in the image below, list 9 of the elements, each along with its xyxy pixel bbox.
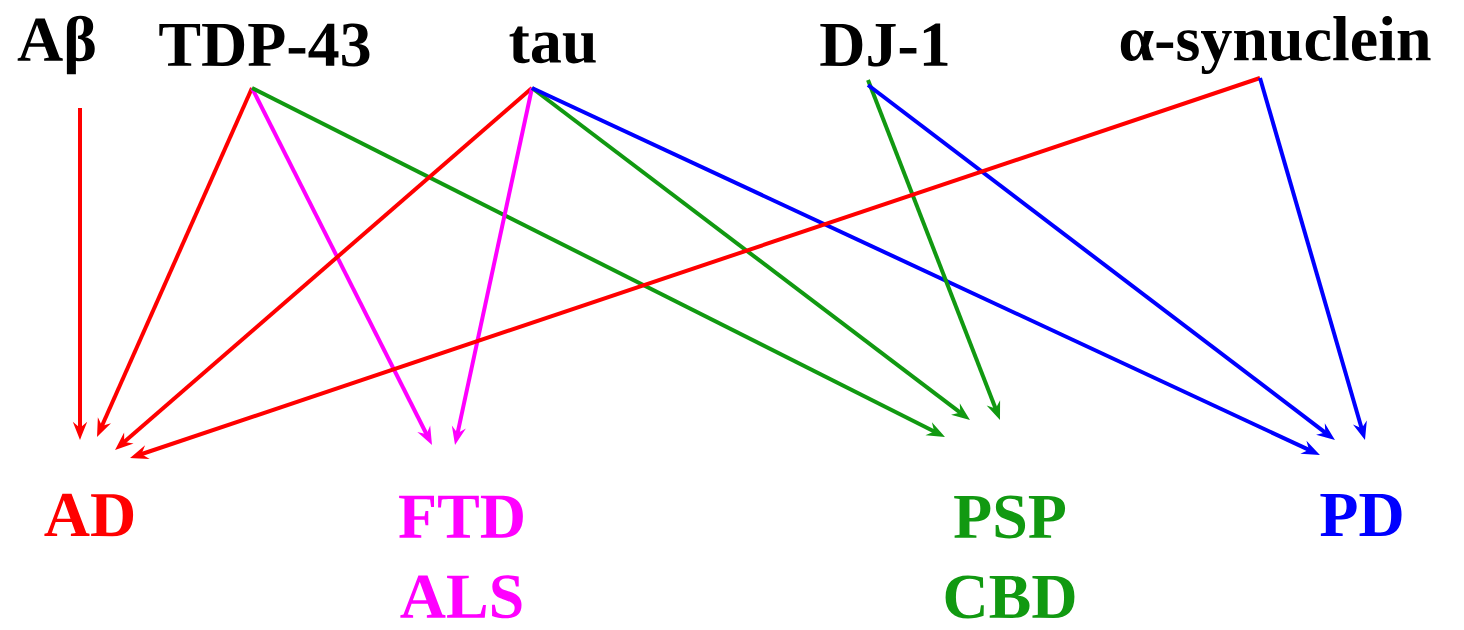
protein-label: TDP-43 <box>159 23 370 67</box>
disease-label: PD <box>1320 494 1402 536</box>
protein-label: tau <box>509 26 596 64</box>
protein-label: DJ-1 <box>820 23 948 67</box>
protein-label: Aβ <box>17 15 95 75</box>
disease-label: PSP CBD <box>945 495 1075 619</box>
protein-label: α-synuclein <box>1120 15 1431 75</box>
disease-label: AD <box>44 493 134 537</box>
disease-label: FTD ALS <box>399 495 523 619</box>
